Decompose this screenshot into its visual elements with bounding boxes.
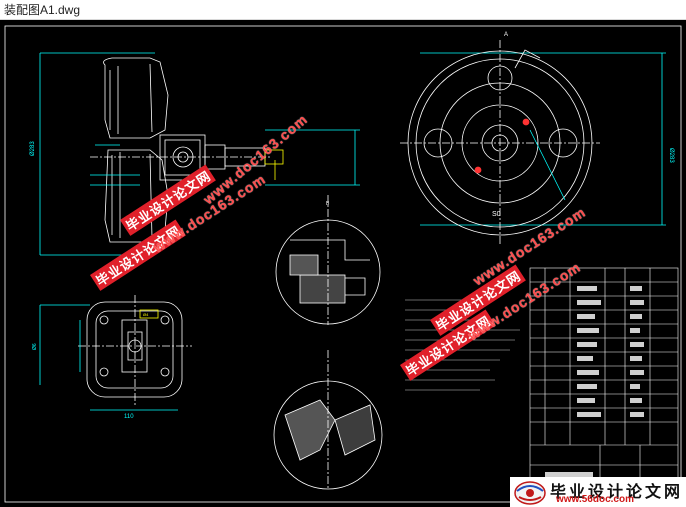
dim-right-height: Ø283	[668, 148, 674, 163]
logo-cn-text: 毕业设计论文网	[550, 484, 684, 501]
site-logo: 毕业设计论文网 www.56doc.com	[510, 477, 686, 507]
dim-left-height: Ø283	[30, 141, 36, 156]
drawing-frame	[4, 25, 682, 503]
dim-left-bottom: Ø6	[32, 343, 38, 350]
parts-list-marks	[545, 286, 644, 478]
label-s0: S0	[492, 211, 501, 218]
dim-small-square: Ø4	[143, 312, 149, 317]
logo-url-text: www.56doc.com	[556, 494, 634, 505]
section-label-a: A	[504, 32, 508, 38]
globe-logo-icon	[514, 481, 546, 505]
section-label-b: B	[326, 201, 330, 207]
drawing-canvas[interactable]: Ø283 Ø283	[0, 20, 686, 507]
dim-bottom-width: 110	[124, 414, 134, 420]
cad-drawing: Ø283 Ø283	[4, 25, 682, 503]
flange-view	[39, 295, 192, 411]
parts-list-table	[529, 267, 679, 501]
detail-circle-lower	[273, 350, 383, 490]
detail-circle-upper	[275, 195, 381, 325]
file-tab-title[interactable]: 装配图A1.dwg	[0, 0, 686, 20]
right-circle-view	[400, 40, 666, 245]
